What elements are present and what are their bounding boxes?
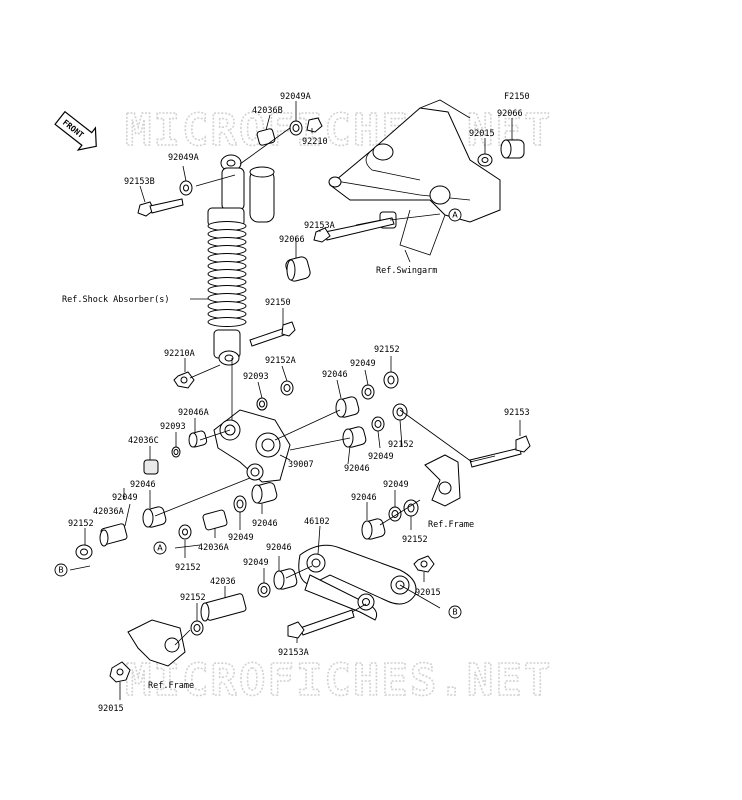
part-label: 92153 — [504, 408, 530, 418]
ref-shock-label: Ref.Shock Absorber(s) — [62, 295, 169, 305]
part-label: 92046 — [351, 493, 377, 503]
part-label: 42036A — [93, 507, 124, 517]
circle-tag-b-right: B — [448, 605, 462, 619]
ref-frame-left-label: Ref.Frame — [148, 681, 194, 691]
frame-bracket-right — [424, 454, 461, 507]
part-label: 92066 — [279, 235, 305, 245]
nut-92210a — [173, 371, 195, 389]
front-arrow-icon: FRONT — [54, 110, 97, 151]
part-label: 92152 — [388, 440, 414, 450]
part-label: 92210A — [164, 349, 195, 359]
part-label: 92046 — [266, 543, 292, 553]
leader-lines — [69, 101, 521, 700]
circle-tag-a-left: A — [153, 541, 167, 555]
part-label: 92066 — [497, 109, 523, 119]
part-label: 92093 — [243, 372, 269, 382]
part-label: 92153A — [278, 648, 309, 658]
bolt-92150 — [249, 321, 296, 347]
part-label: 92049A — [168, 153, 199, 163]
part-label: 42036 — [210, 577, 236, 587]
part-label: 92046 — [322, 370, 348, 380]
part-label: 42036B — [252, 106, 283, 116]
part-label: 92015 — [415, 588, 441, 598]
spacer-42036 — [190, 593, 247, 636]
watermark-top: MICROFICHES.NET — [125, 105, 552, 156]
ref-frame-right-label: Ref.Frame — [428, 520, 474, 530]
shock-absorber — [207, 154, 275, 366]
part-label: 92152A — [265, 356, 296, 366]
part-label: 92046 — [344, 464, 370, 474]
part-label: 92049 — [368, 452, 394, 462]
part-label: 92046 — [252, 519, 278, 529]
rocker-arm-39007 — [213, 409, 291, 483]
part-label: 42036A — [198, 543, 229, 553]
part-label: 92152 — [180, 593, 206, 603]
part-label: 92093 — [160, 422, 186, 432]
part-label: 92015 — [469, 129, 495, 139]
part-label: 92210 — [302, 137, 328, 147]
bolt-92153a-lower — [287, 609, 355, 639]
part-label: 92049A — [280, 92, 311, 102]
part-label: 92152 — [175, 563, 201, 573]
part-label: 92015 — [98, 704, 124, 714]
collar-92066 — [285, 256, 311, 282]
svg-text:A: A — [452, 211, 458, 220]
swingarm-shape — [328, 99, 501, 256]
part-label: 42036C — [128, 436, 159, 446]
part-label: 92153B — [124, 177, 155, 187]
tie-rod-bearings — [257, 499, 435, 598]
part-label: 92152 — [68, 519, 94, 529]
svg-text:B: B — [58, 566, 64, 575]
watermark-bottom: MICROFICHES.NET — [125, 655, 552, 706]
diagram-code: F2150 — [504, 92, 530, 102]
part-label: 92049 — [383, 480, 409, 490]
svg-text:A: A — [157, 544, 163, 553]
part-label: 92152 — [402, 535, 428, 545]
part-label: 92049 — [112, 493, 138, 503]
bolt-92153b — [137, 198, 184, 217]
part-label: 92046 — [130, 480, 156, 490]
part-label: 92153A — [304, 221, 335, 231]
spring-coil — [207, 317, 247, 327]
part-label: 46102 — [304, 517, 330, 527]
circle-tag-b-left: B — [54, 563, 68, 577]
part-label: 92150 — [265, 298, 291, 308]
frame-bracket-left — [109, 619, 186, 683]
part-label: 92046A — [178, 408, 209, 418]
part-label: 92049 — [350, 359, 376, 369]
bolt-92153 — [469, 435, 531, 468]
part-label: 92152 — [374, 345, 400, 355]
ref-swingarm-label: Ref.Swingarm — [376, 266, 437, 276]
rocker-bearings — [75, 371, 408, 560]
part-label: 39007 — [288, 460, 314, 470]
circle-tag-a-top: A — [448, 208, 462, 222]
part-label: 92049 — [243, 558, 269, 568]
svg-text:B: B — [452, 608, 458, 617]
part-label: 92049 — [228, 533, 254, 543]
pivot-bolt-92153a-top — [313, 217, 395, 243]
